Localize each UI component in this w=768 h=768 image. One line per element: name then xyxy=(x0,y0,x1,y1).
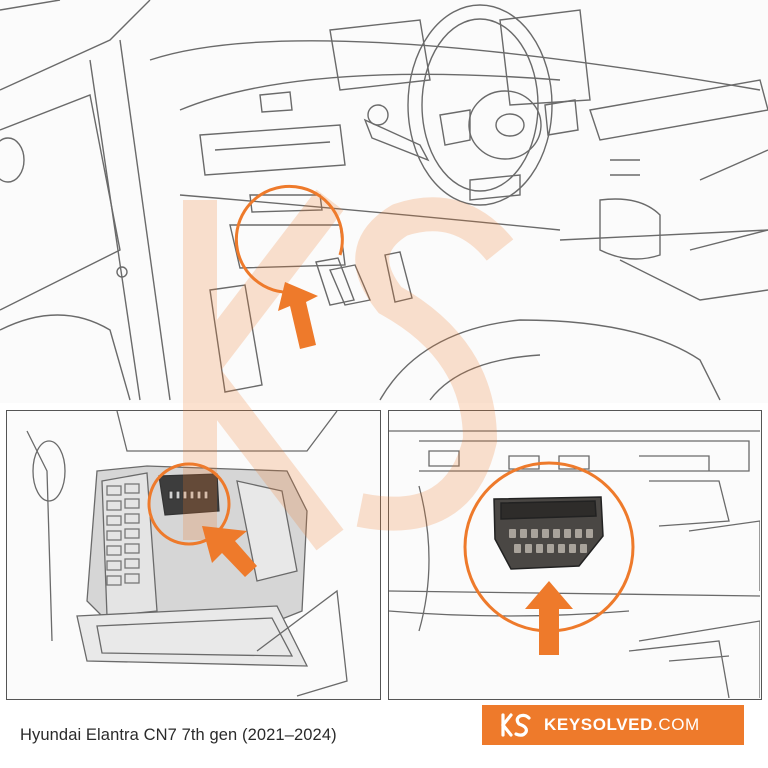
brand-name: KEYSOLVED.COM xyxy=(544,715,700,734)
obd-closeup-illustration xyxy=(388,410,762,700)
obd-port-small xyxy=(158,473,220,516)
ks-logo-icon xyxy=(501,713,531,737)
pointer-arrow-overview xyxy=(278,282,318,349)
vehicle-caption: Hyundai Elantra CN7 7th gen (2021–2024) xyxy=(20,726,337,744)
brand-banner[interactable]: KEYSOLVED.COM xyxy=(482,705,744,745)
fuse-panel-illustration xyxy=(6,410,381,700)
highlight-circle-overview xyxy=(234,184,344,294)
overview-illustration xyxy=(0,0,768,401)
highlight-circle-fuse xyxy=(147,462,231,546)
pointer-arrow-fuse xyxy=(202,526,257,577)
pointer-arrow-obd xyxy=(525,581,573,655)
obd-port-large xyxy=(493,496,604,570)
brand-tld: .COM xyxy=(653,715,700,734)
